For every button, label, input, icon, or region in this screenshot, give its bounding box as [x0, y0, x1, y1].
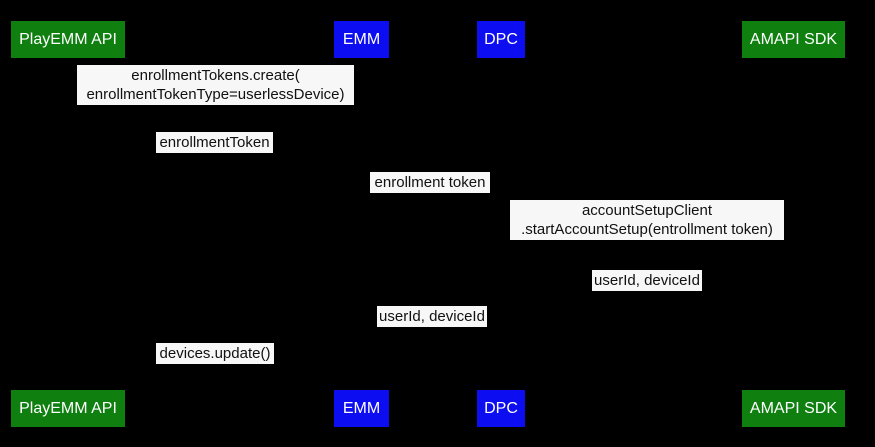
message-line: devices.update(): [159, 345, 271, 362]
message-line: .startAccountSetup(entrollment token): [521, 221, 773, 238]
message-label-enrollment-tokens-create: enrollmentTokens.create( enrollmentToken…: [77, 65, 354, 105]
message-line: userId, deviceId: [379, 308, 485, 325]
actor-box-dpc-bottom: DPC: [477, 390, 525, 427]
message-line: enrollmentTokens.create(: [131, 67, 300, 84]
actor-box-amapi-sdk-bottom: AMAPI SDK: [742, 390, 845, 427]
message-line: enrollment token: [374, 174, 486, 191]
message-label-devices-update: devices.update(): [156, 343, 274, 364]
message-label-userid-deviceid-dpc-to-emm: userId, deviceId: [377, 306, 487, 327]
message-line: enrollmentTokenType=userlessDevice): [86, 86, 345, 103]
message-line: userId, deviceId: [594, 272, 700, 289]
actor-box-emm-bottom: EMM: [334, 390, 389, 427]
actor-box-emm-top: EMM: [334, 21, 389, 58]
message-line: accountSetupClient: [581, 202, 713, 219]
message-label-enrollment-token-to-dpc: enrollment token: [370, 172, 490, 193]
message-label-enrollment-token-return: enrollmentToken: [156, 132, 273, 153]
actor-box-playemm-api-bottom: PlayEMM API: [11, 390, 125, 427]
actor-box-amapi-sdk-top: AMAPI SDK: [742, 21, 845, 58]
actor-box-dpc-top: DPC: [477, 21, 525, 58]
message-line: enrollmentToken: [159, 134, 270, 151]
message-label-userid-deviceid-sdk-to-dpc: userId, deviceId: [592, 270, 702, 291]
message-label-start-account-setup: accountSetupClient .startAccountSetup(en…: [510, 200, 784, 240]
actor-box-playemm-api-top: PlayEMM API: [11, 21, 125, 58]
